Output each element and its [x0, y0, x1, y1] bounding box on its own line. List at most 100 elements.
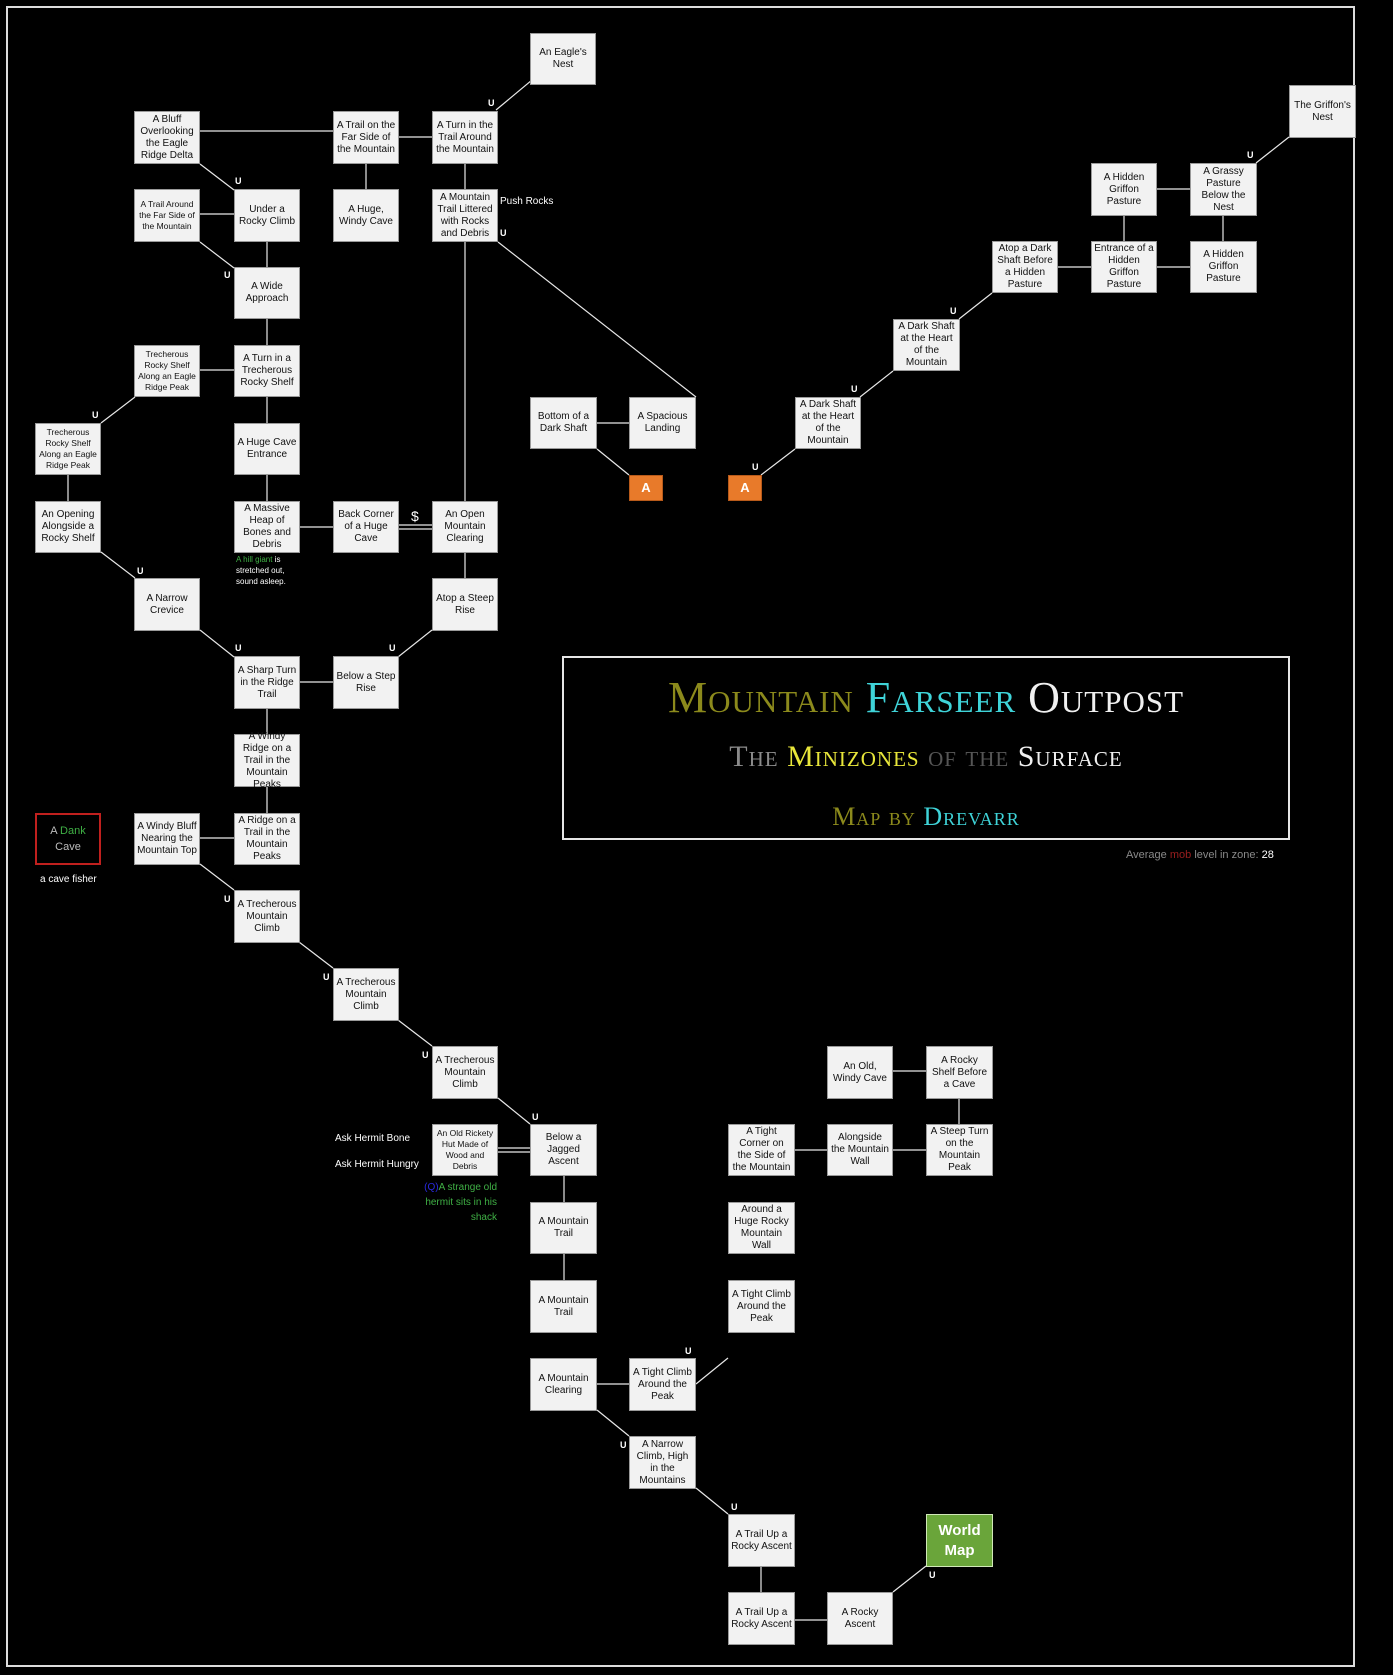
room-open-mountain-clearing[interactable]: An Open Mountain Clearing: [432, 501, 498, 553]
subtitle-word-4: Surface: [1017, 740, 1123, 773]
room-below-step-rise[interactable]: Below a Step Rise: [333, 656, 399, 709]
cave-fisher-note: a cave fisher: [40, 874, 97, 885]
room-old-rickety-hut[interactable]: An Old Rickety Hut Made of Wood and Debr…: [432, 1124, 498, 1176]
ask-hermit-hungry[interactable]: Ask Hermit Hungry: [335, 1159, 419, 1170]
map-frame: [6, 6, 1355, 1667]
up-marker: U: [389, 643, 396, 653]
room-hidden-griffon-pasture-1[interactable]: A Hidden Griffon Pasture: [1091, 163, 1157, 216]
room-tight-climb-peak-1[interactable]: A Tight Climb Around the Peak: [629, 1358, 696, 1411]
up-marker: U: [235, 643, 242, 653]
hermit-desc: A strange old hermit sits in his shack: [425, 1182, 497, 1223]
room-huge-windy-cave[interactable]: A Huge, Windy Cave: [333, 189, 399, 242]
room-opening-alongside[interactable]: An Opening Alongside a Rocky Shelf: [35, 501, 101, 553]
room-atop-steep-rise[interactable]: Atop a Steep Rise: [432, 578, 498, 631]
up-marker: U: [620, 1440, 627, 1450]
room-trech-climb-3[interactable]: A Trecherous Mountain Climb: [432, 1046, 498, 1099]
up-marker: U: [532, 1112, 539, 1122]
ask-hermit-bone[interactable]: Ask Hermit Bone: [335, 1133, 411, 1144]
room-atop-dark-shaft[interactable]: Atop a Dark Shaft Before a Hidden Pastur…: [992, 241, 1058, 293]
room-under-rocky-climb[interactable]: Under a Rocky Climb: [234, 189, 300, 242]
room-hidden-griffon-pasture-2[interactable]: A Hidden Griffon Pasture: [1190, 241, 1257, 293]
room-trail-around-far-side[interactable]: A Trail Around the Far Side of the Mount…: [134, 189, 200, 242]
room-dank-cave[interactable]: A Dank Cave: [35, 813, 101, 865]
up-marker: U: [685, 1346, 692, 1356]
room-griffons-nest[interactable]: The Griffon's Nest: [1289, 85, 1356, 138]
room-mountain-trail-2[interactable]: A Mountain Trail: [530, 1280, 597, 1333]
room-around-huge-rocky-wall[interactable]: Around a Huge Rocky Mountain Wall: [728, 1202, 795, 1254]
room-alongside-wall[interactable]: Alongside the Mountain Wall: [827, 1124, 893, 1176]
up-marker: U: [488, 98, 495, 108]
up-marker: U: [224, 270, 231, 280]
room-trail-rocky-ascent-2[interactable]: A Trail Up a Rocky Ascent: [728, 1592, 795, 1645]
room-steep-turn-peak[interactable]: A Steep Turn on the Mountain Peak: [926, 1124, 993, 1176]
credit-prefix: Map by: [832, 802, 916, 831]
title-word-1: Mountain: [667, 673, 854, 722]
dollar-icon: $: [411, 508, 419, 524]
up-marker: U: [235, 176, 242, 186]
room-trail-rocky-ascent-1[interactable]: A Trail Up a Rocky Ascent: [728, 1514, 795, 1567]
room-eagles-nest[interactable]: An Eagle's Nest: [530, 33, 596, 85]
room-wide-approach[interactable]: A Wide Approach: [234, 267, 300, 319]
room-mountain-clearing[interactable]: A Mountain Clearing: [530, 1358, 597, 1411]
room-bluff-eagle-ridge[interactable]: A Bluff Overlooking the Eagle Ridge Delt…: [134, 111, 200, 164]
up-marker: U: [929, 1570, 936, 1580]
room-windy-bluff[interactable]: A Windy Bluff Nearing the Mountain Top: [134, 813, 200, 865]
room-old-windy-cave[interactable]: An Old, Windy Cave: [827, 1046, 893, 1099]
hill-giant-mob: A hill giant: [236, 555, 273, 564]
room-trech-climb-1[interactable]: A Trecherous Mountain Climb: [234, 890, 300, 943]
up-marker: U: [224, 894, 231, 904]
up-marker: U: [323, 972, 330, 982]
room-back-corner-cave[interactable]: Back Corner of a Huge Cave: [333, 501, 399, 553]
up-marker: U: [422, 1050, 429, 1060]
room-sharp-turn-ridge[interactable]: A Sharp Turn in the Ridge Trail: [234, 656, 300, 709]
up-marker: U: [1247, 150, 1254, 160]
room-grassy-pasture[interactable]: A Grassy Pasture Below the Nest: [1190, 163, 1257, 216]
room-entrance-hidden-pasture[interactable]: Entrance of a Hidden Griffon Pasture: [1091, 241, 1157, 293]
room-tight-corner[interactable]: A Tight Corner on the Side of the Mounta…: [728, 1124, 795, 1176]
room-trail-far-side[interactable]: A Trail on the Far Side of the Mountain: [333, 111, 399, 164]
room-ridge-trail-peaks[interactable]: A Ridge on a Trail in the Mountain Peaks: [234, 813, 300, 865]
avg-prefix: Average: [1126, 849, 1167, 861]
zone-title: Mountain Farseer Outpost: [564, 672, 1288, 723]
room-rocky-ascent[interactable]: A Rocky Ascent: [827, 1592, 893, 1645]
room-turn-trech-shelf[interactable]: A Turn in a Trecherous Rocky Shelf: [234, 345, 300, 397]
room-trech-shelf-1[interactable]: Trecherous Rocky Shelf Along an Eagle Ri…: [134, 345, 200, 397]
room-windy-ridge-trail[interactable]: A Windy Ridge on a Trail in the Mountain…: [234, 731, 300, 790]
credit-author: Drevarr: [923, 802, 1020, 831]
room-trech-shelf-2[interactable]: Trecherous Rocky Shelf Along an Eagle Ri…: [35, 423, 101, 475]
map-credit: Map by Drevarr: [564, 802, 1288, 832]
marker-a-right[interactable]: A: [728, 475, 762, 501]
up-marker: U: [752, 462, 759, 472]
room-narrow-crevice[interactable]: A Narrow Crevice: [134, 578, 200, 631]
room-mountain-trail-1[interactable]: A Mountain Trail: [530, 1202, 597, 1254]
room-massive-heap[interactable]: A Massive Heap of Bones and Debris: [234, 501, 300, 553]
subtitle-word-2: Minizones: [787, 740, 920, 773]
up-marker: U: [950, 306, 957, 316]
room-rocky-shelf-cave[interactable]: A Rocky Shelf Before a Cave: [926, 1046, 993, 1099]
room-trech-climb-2[interactable]: A Trecherous Mountain Climb: [333, 968, 399, 1021]
room-turn-trail-around[interactable]: A Turn in the Trail Around the Mountain: [432, 111, 498, 164]
room-tight-climb-peak-2[interactable]: A Tight Climb Around the Peak: [728, 1280, 795, 1333]
room-spacious-landing[interactable]: A Spacious Landing: [629, 397, 696, 449]
room-below-jagged-ascent[interactable]: Below a Jagged Ascent: [530, 1124, 597, 1176]
subtitle-word-3: of the: [928, 740, 1010, 773]
up-marker: U: [851, 384, 858, 394]
hill-giant-note: A hill giant is stretched out, sound asl…: [236, 554, 306, 587]
world-map-button[interactable]: World Map: [926, 1514, 993, 1567]
room-dark-shaft-heart-2[interactable]: A Dark Shaft at the Heart of the Mountai…: [893, 319, 960, 371]
marker-a-left[interactable]: A: [629, 475, 663, 501]
room-mountain-trail-littered[interactable]: A Mountain Trail Littered with Rocks and…: [432, 189, 498, 242]
avg-value: 28: [1261, 849, 1274, 861]
room-bottom-dark-shaft[interactable]: Bottom of a Dark Shaft: [530, 397, 597, 449]
up-marker: U: [92, 410, 99, 420]
title-word-3: Outpost: [1028, 673, 1185, 722]
title-word-2: Farseer: [865, 673, 1017, 722]
up-marker: U: [731, 1502, 738, 1512]
room-dark-shaft-heart-1[interactable]: A Dark Shaft at the Heart of the Mountai…: [795, 397, 861, 449]
avg-mob: mob: [1169, 849, 1192, 861]
avg-mid: level in zone:: [1194, 849, 1259, 861]
room-huge-cave-entrance[interactable]: A Huge Cave Entrance: [234, 423, 300, 475]
dank-cave-cave: Cave: [55, 841, 81, 853]
room-narrow-climb-high[interactable]: A Narrow Climb, High in the Mountains: [629, 1436, 696, 1489]
